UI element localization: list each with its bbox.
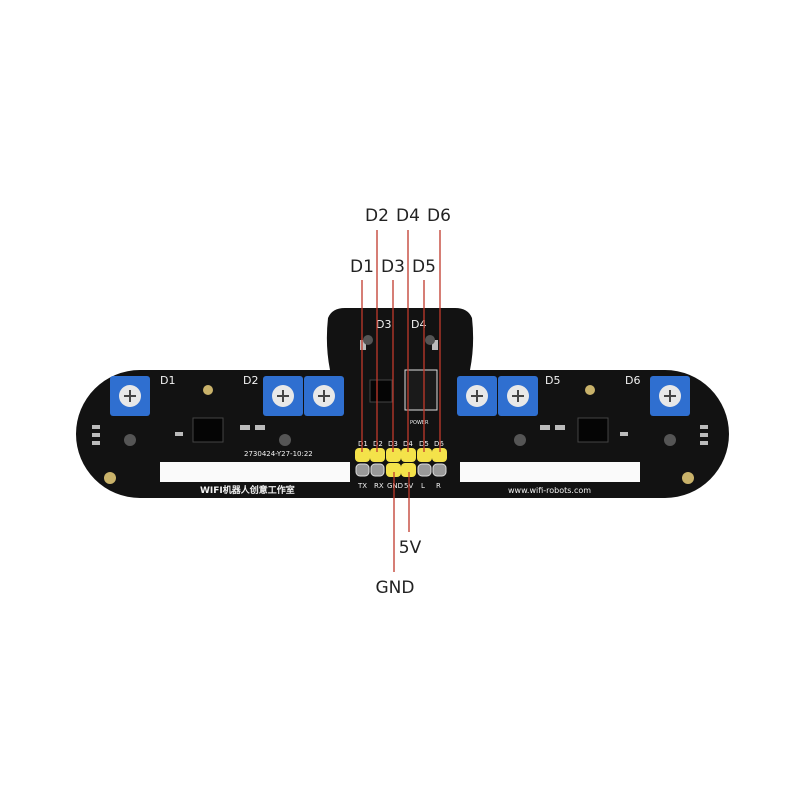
potentiometer[interactable] (110, 376, 150, 416)
website-text: www.wifi-robots.com (508, 486, 591, 495)
pin-d3[interactable] (386, 448, 401, 462)
label-strip-left (160, 462, 350, 482)
pin-rx[interactable] (370, 463, 385, 477)
pin-l[interactable] (417, 463, 432, 477)
silk-sensor-label: D4 (411, 318, 426, 331)
callout-d6: D6 (427, 206, 451, 226)
potentiometer[interactable] (304, 376, 344, 416)
potentiometer[interactable] (263, 376, 303, 416)
silk-sensor-label: D3 (376, 318, 391, 331)
pin-gnd[interactable] (386, 463, 401, 477)
pin-d5[interactable] (417, 448, 432, 462)
mounting-hole (682, 472, 694, 484)
callout-d1: D1 (350, 257, 374, 277)
brand-text: WIFI机器人创意工作室 (200, 484, 295, 496)
pin-d4[interactable] (401, 448, 416, 462)
silk-sensor-label: D6 (625, 374, 640, 387)
header-label: D1 (358, 440, 368, 448)
ic-chip (369, 379, 393, 403)
potentiometers (110, 376, 690, 416)
silk-sensor-label: D2 (243, 374, 258, 387)
callout-d2: D2 (365, 206, 389, 226)
callout-d3: D3 (381, 257, 405, 277)
callout-d4: D4 (396, 206, 420, 226)
pin-d1[interactable] (355, 448, 370, 462)
ic-chip (404, 369, 438, 411)
power-label: POWER (410, 420, 429, 426)
mounting-hole (203, 385, 213, 395)
potentiometer[interactable] (457, 376, 497, 416)
pin-r[interactable] (432, 463, 447, 477)
header-label: GND (387, 482, 403, 490)
pin-5v[interactable] (401, 463, 416, 477)
potentiometer[interactable] (650, 376, 690, 416)
potentiometer[interactable] (498, 376, 538, 416)
ic-chip (577, 417, 609, 443)
pcb-board (76, 308, 729, 498)
callout-d5: D5 (412, 257, 436, 277)
smd-components (92, 340, 708, 445)
silk-sensor-label: D5 (545, 374, 560, 387)
header-label: RX (374, 482, 384, 490)
pin-d2[interactable] (370, 448, 385, 462)
header-label: TX (357, 482, 367, 490)
mounting-hole (585, 385, 595, 395)
silk-sensor-label: D1 (160, 374, 175, 387)
pin-tx[interactable] (355, 463, 370, 477)
callout-gnd: GND (376, 578, 415, 598)
ic-chip (192, 417, 224, 443)
callout-5v: 5V (399, 538, 422, 558)
pin-header (355, 448, 447, 477)
header-label: D6 (434, 440, 444, 448)
header-label: L (421, 482, 425, 490)
ir-sensors (124, 335, 676, 446)
label-strip-right (460, 462, 640, 482)
leader-lines (361, 230, 441, 572)
header-label: D2 (373, 440, 383, 448)
mounting-hole (104, 472, 116, 484)
serial-number: 2730424-Y27-10:22 (244, 450, 313, 458)
pin-d6[interactable] (432, 448, 447, 462)
header-label: R (436, 482, 441, 490)
